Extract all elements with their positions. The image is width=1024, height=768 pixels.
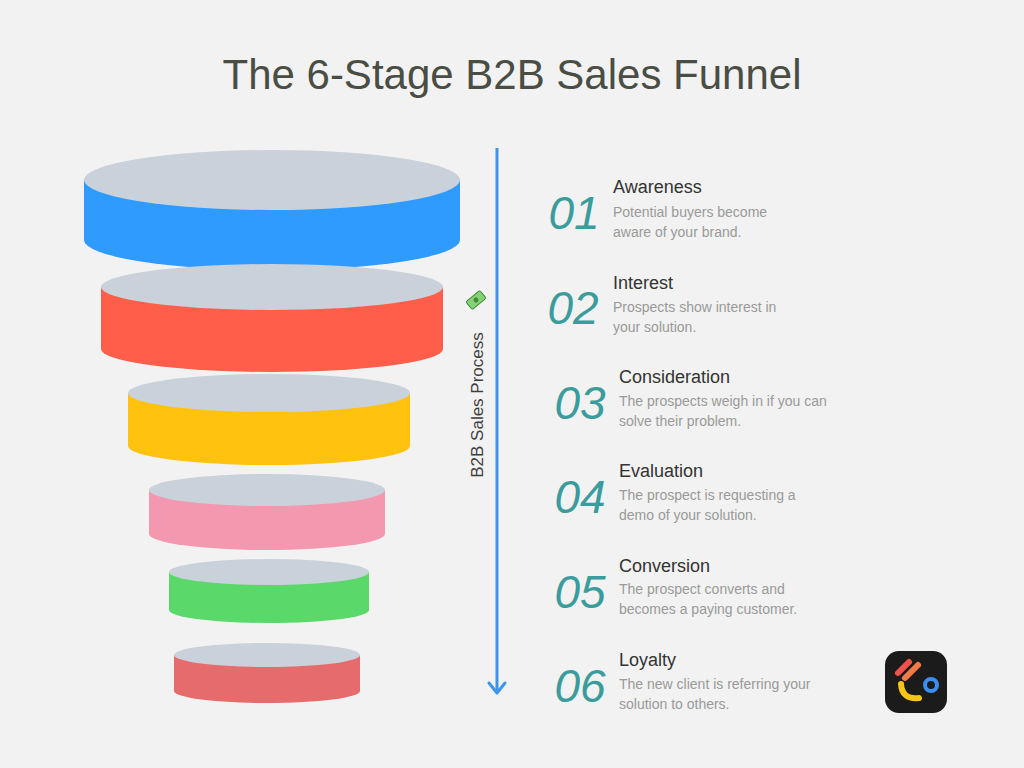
step-description: Potential buyers become aware of your br… (613, 202, 798, 242)
step-number: 04 (554, 474, 605, 520)
money-icon (466, 290, 486, 309)
step-number: 05 (554, 569, 605, 615)
step-number: 02 (547, 285, 598, 331)
step-description: Prospects show interest in your solution… (613, 297, 798, 337)
step-number: 03 (554, 380, 605, 426)
funnel-layer (84, 150, 460, 270)
layer-top (149, 474, 385, 506)
step-heading: Conversion (619, 555, 710, 577)
funnel-illustration (84, 150, 460, 703)
step-description: The prospect converts and becomes a payi… (619, 579, 829, 619)
layer-top (84, 150, 460, 210)
layer-top (128, 374, 410, 412)
logo-smile (901, 684, 919, 698)
logo-stroke (905, 665, 918, 678)
funnel-layer (128, 374, 410, 465)
step-description: The new client is referring your solutio… (619, 674, 829, 714)
logo-stroke (898, 662, 909, 673)
step-description: The prospects weigh in if you can solve … (619, 391, 829, 431)
funnel-layer (149, 474, 385, 550)
diagram-title: The 6-Stage B2B Sales Funnel (0, 50, 1024, 100)
step-heading: Loyalty (619, 649, 676, 671)
step-heading: Interest (613, 272, 673, 294)
money-bill (466, 290, 486, 309)
step-heading: Awareness (613, 176, 702, 198)
layer-top (169, 559, 369, 585)
funnel-layer (101, 264, 443, 372)
funnel-layer (169, 559, 369, 623)
step-description: The prospect is requesting a demo of you… (619, 485, 829, 525)
step-number: 06 (554, 663, 605, 709)
arrow-head (489, 683, 505, 693)
layer-top (174, 643, 360, 667)
logo-tile (885, 651, 947, 713)
process-arrow (496, 148, 499, 692)
funnel-layer (174, 643, 360, 703)
axis-label: B2B Sales Process (468, 332, 488, 478)
step-heading: Consideration (619, 366, 730, 388)
step-heading: Evaluation (619, 460, 703, 482)
step-number: 01 (548, 190, 599, 236)
layer-top (101, 264, 443, 310)
money-mark (472, 296, 479, 303)
logo (885, 651, 947, 713)
logo-dot (925, 679, 937, 691)
